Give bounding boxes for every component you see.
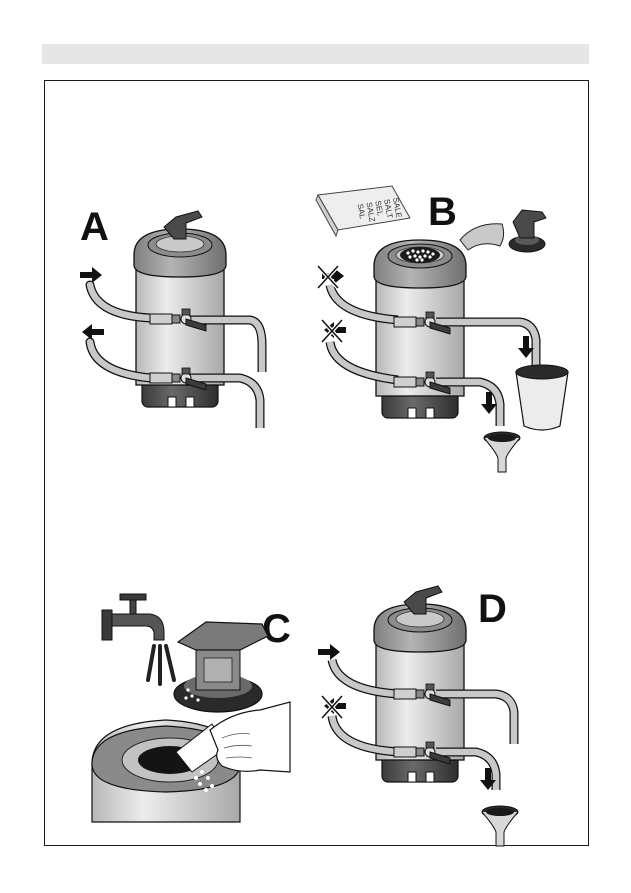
- faucet-icon: [102, 594, 174, 684]
- cap-part: [174, 622, 268, 712]
- funnel-icon: [484, 432, 520, 472]
- arrow-left-icon: [82, 324, 104, 340]
- bucket-icon: [516, 365, 568, 430]
- arrow-right-icon: [80, 267, 102, 283]
- removed-cap: [509, 210, 546, 252]
- panel-label-c: C: [262, 607, 291, 651]
- panel-a: A: [80, 205, 262, 428]
- panel-c: C: [92, 594, 291, 822]
- crossed-arrow-icon: [318, 266, 344, 288]
- funnel-icon: [482, 806, 518, 846]
- panel-b: B SALE SALT SEL SALZ SAL: [316, 186, 568, 472]
- crossed-arrow-icon: [322, 320, 346, 342]
- panel-d: D: [318, 586, 518, 846]
- panel-label-b: B: [428, 190, 457, 234]
- panel-label-a: A: [80, 205, 109, 249]
- panel-label-d: D: [478, 587, 507, 631]
- salt-box: SALE SALT SEL SALZ SAL: [316, 186, 410, 236]
- arrow-right-icon: [318, 644, 340, 660]
- crossed-arrow-icon: [322, 696, 346, 718]
